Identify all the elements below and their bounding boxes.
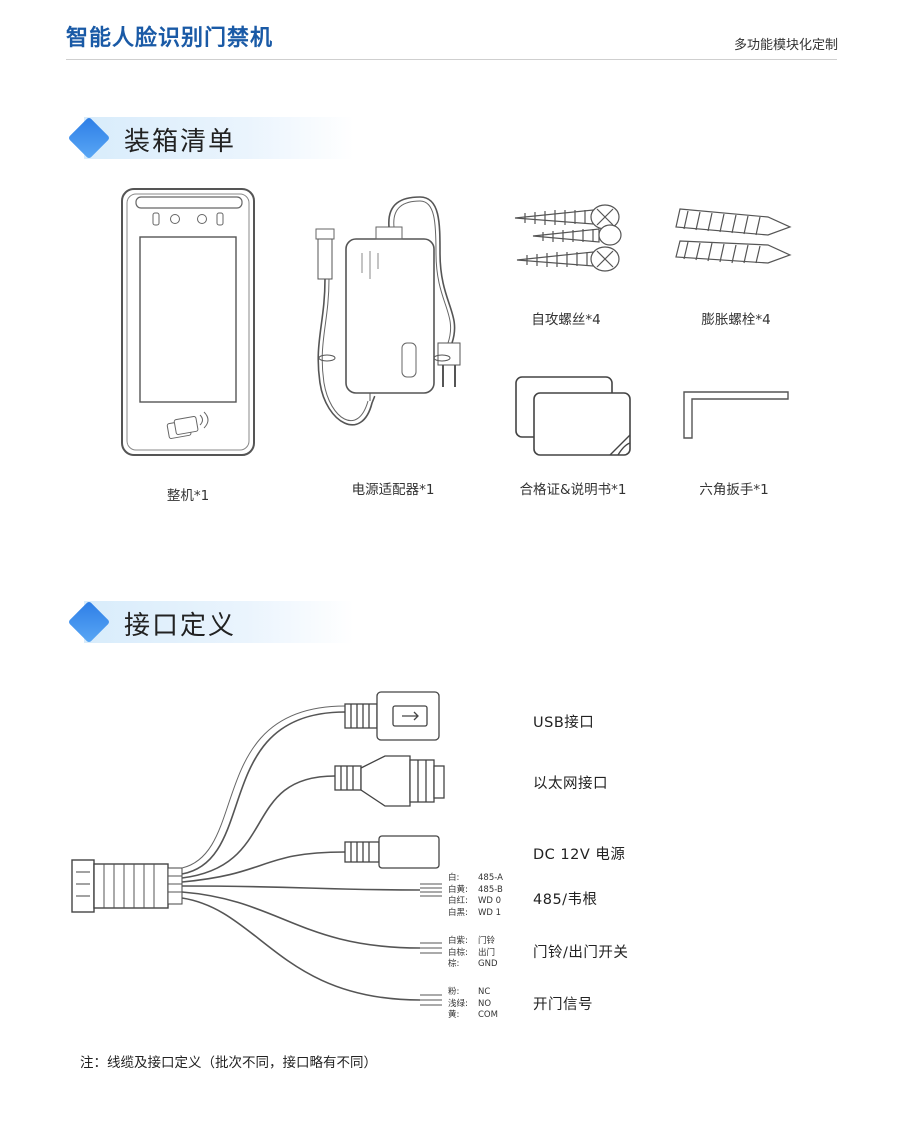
header-divider xyxy=(66,59,837,60)
pin-row: 白:485-A xyxy=(448,873,503,883)
section-title-packing: 装箱清单 xyxy=(124,127,237,157)
wire-label-ethernet: 以太网接口 xyxy=(533,776,608,792)
pin-row: 粉:NC xyxy=(448,987,491,997)
certificate-manual-icon xyxy=(515,376,631,456)
dc-plug xyxy=(344,835,440,869)
face-terminal-icon xyxy=(121,188,255,456)
item-label: 电源适配器*1 xyxy=(351,482,435,498)
item-label: 自攻螺丝*4 xyxy=(531,312,601,328)
pin-row: 白棕:出门 xyxy=(448,947,496,958)
hex-key-icon xyxy=(683,391,789,439)
section-title-interface: 接口定义 xyxy=(124,611,237,641)
pin-row: 浅绿:NO xyxy=(448,998,492,1009)
usb-plug xyxy=(344,691,440,741)
wire-label-relay: 开门信号 xyxy=(533,997,593,1013)
pin-row: 白黄:485-B xyxy=(448,884,503,895)
pin-row: 黄:COM xyxy=(448,1010,498,1020)
anchor-bolts-icon xyxy=(675,208,792,264)
screws-icon xyxy=(514,204,622,272)
pin-table-door: 白紫:门铃 白棕:出门 棕:GND xyxy=(448,936,498,971)
footnote: 注：线缆及接口定义（批次不同，接口略有不同） xyxy=(80,1055,377,1071)
page-subtitle: 多功能模块化定制 xyxy=(733,38,838,53)
wire-label-485: 485/韦根 xyxy=(533,892,598,908)
pin-row: 白黑:WD 1 xyxy=(448,907,502,918)
section-band xyxy=(84,601,354,643)
power-adapter-icon xyxy=(315,196,461,426)
pin-table-485: 白:485-A 白黄:485-B 白红:WD 0 白黑:WD 1 xyxy=(448,873,503,919)
item-label: 整机*1 xyxy=(166,488,210,504)
pin-row: 白紫:门铃 xyxy=(448,936,496,946)
item-label: 六角扳手*1 xyxy=(699,482,769,498)
ethernet-plug xyxy=(334,755,445,807)
page-title: 智能人脸识别门禁机 xyxy=(66,26,274,51)
item-label: 膨胀螺栓*4 xyxy=(701,312,771,328)
pin-row: 棕:GND xyxy=(448,959,498,969)
pin-row: 白红:WD 0 xyxy=(448,896,502,906)
wire-label-dc: DC 12V 电源 xyxy=(533,847,626,863)
main-connector xyxy=(71,859,183,913)
section-band xyxy=(84,117,354,159)
pin-table-relay: 粉:NC 浅绿:NO 黄:COM xyxy=(448,987,498,1022)
wire-label-usb: USB接口 xyxy=(533,715,595,731)
wire-label-door: 门铃/出门开关 xyxy=(533,945,629,961)
item-label: 合格证&说明书*1 xyxy=(519,482,627,498)
